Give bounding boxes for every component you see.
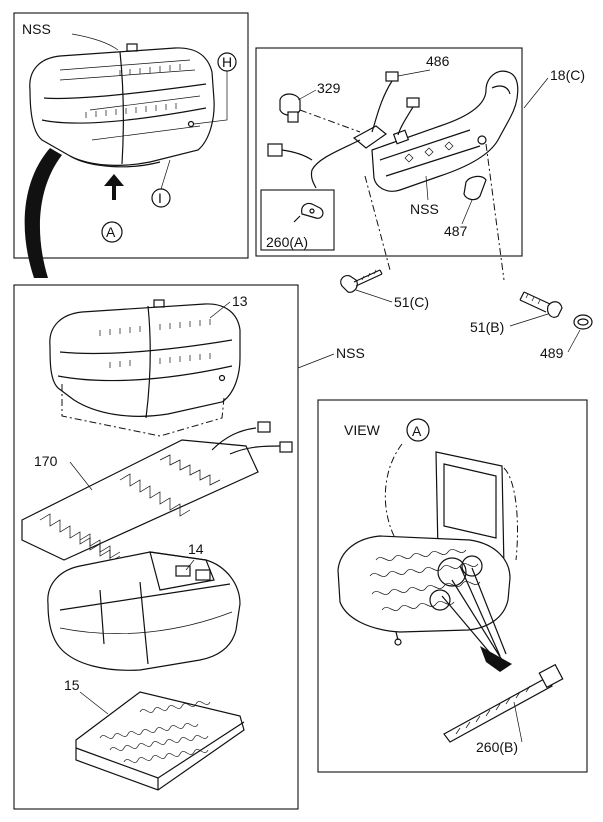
leader-51b (509, 313, 549, 327)
frame-clip-260a (260, 189, 335, 251)
view-a-seat-underside (337, 443, 518, 646)
label-51c: 51(C) (394, 294, 429, 310)
label-486: 486 (426, 53, 450, 69)
marker-a-circle (101, 221, 123, 243)
leader-260b (513, 701, 523, 743)
screw-51c (340, 175, 391, 293)
frame-side-cover (255, 47, 523, 257)
leader-nss-side (425, 175, 429, 201)
leader-487 (461, 199, 473, 225)
seat-frame-15 (75, 691, 245, 791)
leader-486 (397, 69, 431, 77)
cable-tie-260b (443, 663, 564, 743)
leader-nss-main (297, 353, 335, 369)
leader-51c (355, 289, 393, 303)
seat-cushion-assembly-top (29, 43, 215, 168)
label-view-word: VIEW (344, 422, 381, 438)
leader-nss-top (71, 33, 119, 51)
label-260b: 260(B) (476, 739, 518, 755)
label-nss-main: NSS (336, 345, 365, 361)
label-14: 14 (188, 541, 204, 557)
label-view-marker: A (412, 423, 422, 439)
label-marker-a: A (106, 224, 116, 240)
label-329: 329 (317, 80, 341, 96)
screw-51b (485, 143, 563, 318)
leader-i (160, 159, 171, 190)
connector-swoosh (24, 148, 63, 278)
label-489: 489 (540, 345, 564, 361)
label-170: 170 (34, 453, 58, 469)
label-13: 13 (232, 293, 248, 309)
leader-h (193, 71, 228, 125)
label-260a: 260(A) (266, 234, 308, 250)
label-marker-i: I (158, 190, 162, 206)
label-51b: 51(B) (470, 319, 504, 335)
leader-329 (297, 89, 317, 101)
side-cover-assembly (267, 70, 519, 201)
label-marker-h: H (222, 54, 232, 70)
frame-nss-exploded (13, 284, 299, 810)
label-15: 15 (64, 677, 80, 693)
cushion-cover-13 (49, 299, 241, 437)
leader-489 (567, 329, 581, 353)
arrow-up-icon (104, 174, 124, 200)
clip-260a (293, 202, 324, 223)
label-18c: 18(C) (550, 67, 585, 83)
label-nss-side: NSS (410, 201, 439, 217)
label-nss-top: NSS (22, 21, 51, 37)
cable-tie-bundle (441, 565, 512, 672)
panel-frames (13, 12, 588, 810)
leader-14 (185, 559, 195, 571)
frame-cushion-top (13, 12, 249, 259)
heater-element-170 (21, 421, 293, 563)
cap-489 (573, 314, 593, 330)
frame-view-a (317, 399, 588, 773)
leader-13 (209, 301, 231, 319)
view-marker-circle (406, 418, 430, 442)
leader-15 (79, 691, 109, 715)
cushion-pad-14 (47, 551, 241, 671)
leader-170 (69, 461, 93, 491)
leader-18c (523, 77, 549, 109)
label-487: 487 (444, 223, 468, 239)
